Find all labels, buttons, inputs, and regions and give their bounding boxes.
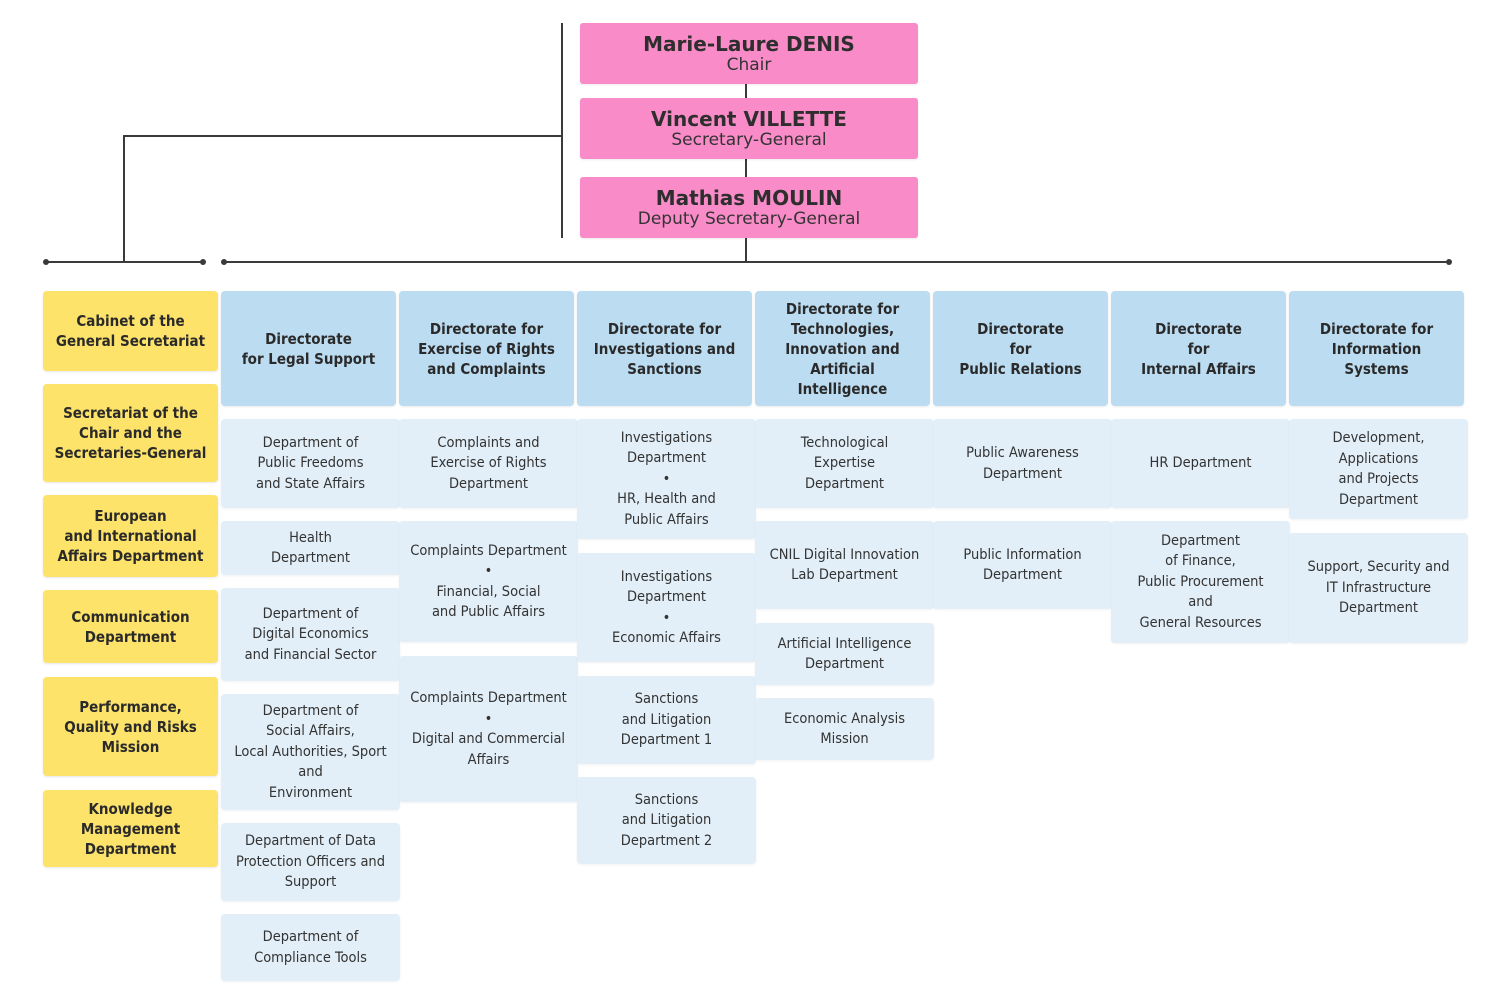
connector-dot — [43, 259, 49, 265]
unit-label: Communication Department — [71, 607, 190, 646]
directorate-header: Directorate for Internal Affairs — [1111, 291, 1286, 406]
directorate-header: Directorate for Investigations and Sanct… — [577, 291, 752, 406]
connector-dot — [1446, 259, 1452, 265]
directorate-header: Directorate for Exercise of Rights and C… — [399, 291, 574, 406]
unit-label: Performance, Quality and Risks Mission — [64, 697, 197, 756]
connector-line — [123, 135, 125, 262]
directorate-title: Directorate for Legal Support — [241, 329, 376, 368]
unit-label: European and International Affairs Depar… — [57, 507, 204, 565]
department-box: Support, Security and IT Infrastructure … — [1289, 533, 1468, 643]
department-box: Sanctions and Litigation Department 2 — [577, 777, 756, 864]
directorate-header: Directorate for Technologies, Innovation… — [755, 291, 930, 406]
directorate-title: Directorate for Exercise of Rights and C… — [418, 319, 555, 378]
connector-dot — [200, 259, 206, 265]
department-box: Public Information Department — [933, 521, 1112, 609]
connector-line — [45, 261, 203, 263]
executive-role: Chair — [726, 54, 772, 75]
department-box: Department of Social Affairs, Local Auth… — [221, 694, 400, 810]
executive-box-secretary-general: Vincent VILLETTE Secretary-General — [580, 98, 918, 159]
executive-role: Secretary-General — [671, 129, 827, 150]
directorate-title: Directorate for Investigations and Sanct… — [593, 319, 736, 378]
secretariat-unit: Communication Department — [43, 590, 218, 663]
secretariat-unit: European and International Affairs Depar… — [43, 495, 218, 577]
connector-line — [561, 23, 563, 238]
executive-name: Marie-Laure DENIS — [643, 31, 855, 56]
department-box: Public Awareness Department — [933, 419, 1112, 508]
directorate-header: Directorate for Legal Support — [221, 291, 396, 406]
executive-role: Deputy Secretary-General — [637, 208, 861, 229]
directorate-header: Directorate for Information Systems — [1289, 291, 1464, 406]
department-box: Artificial Intelligence Department — [755, 623, 934, 685]
directorate-header: Directorate for Public Relations — [933, 291, 1108, 406]
executive-name: Vincent VILLETTE — [651, 106, 847, 131]
department-box: Development, Applications and Projects D… — [1289, 419, 1468, 519]
directorate-title: Directorate for Internal Affairs — [1141, 319, 1256, 378]
executive-box-chair: Marie-Laure DENIS Chair — [580, 23, 918, 84]
department-box: Department of Finance, Public Procuremen… — [1111, 521, 1290, 643]
department-box: Complaints and Exercise of Rights Depart… — [399, 419, 578, 508]
connector-line — [223, 261, 1449, 263]
secretariat-unit: Secretariat of the Chair and the Secreta… — [43, 384, 218, 482]
department-box: Complaints Department • Financial, Socia… — [399, 521, 578, 642]
unit-label: Cabinet of the General Secretariat — [55, 312, 206, 350]
secretariat-unit: Cabinet of the General Secretariat — [43, 291, 218, 371]
department-box: Complaints Department • Digital and Comm… — [399, 656, 578, 802]
connector-dot — [221, 259, 227, 265]
directorate-title: Directorate for Information Systems — [1319, 319, 1434, 378]
directorate-title: Directorate for Public Relations — [959, 319, 1082, 378]
department-box: Investigations Department • Economic Aff… — [577, 553, 756, 662]
department-box: Investigations Department • HR, Health a… — [577, 419, 756, 539]
directorate-title: Directorate for Technologies, Innovation… — [785, 299, 900, 398]
connector-line — [745, 84, 747, 261]
department-box: Economic Analysis Mission — [755, 698, 934, 760]
department-box: Department of Digital Economics and Fina… — [221, 588, 400, 681]
department-box: Department of Compliance Tools — [221, 914, 400, 981]
executive-box-deputy-secretary-general: Mathias MOULIN Deputy Secretary-General — [580, 177, 918, 238]
department-box: Technological Expertise Department — [755, 419, 934, 508]
unit-label: Knowledge Management Department — [80, 799, 181, 858]
department-box: CNIL Digital Innovation Lab Department — [755, 521, 934, 609]
department-box: Sanctions and Litigation Department 1 — [577, 676, 756, 764]
department-box: Department of Data Protection Officers a… — [221, 823, 400, 901]
executive-name: Mathias MOULIN — [655, 185, 843, 210]
department-box: Health Department — [221, 521, 400, 575]
secretariat-unit: Knowledge Management Department — [43, 790, 218, 867]
department-box: Department of Public Freedoms and State … — [221, 419, 400, 508]
connector-line — [123, 135, 563, 137]
department-box: HR Department — [1111, 419, 1290, 508]
secretariat-unit: Performance, Quality and Risks Mission — [43, 677, 218, 776]
unit-label: Secretariat of the Chair and the Secreta… — [54, 404, 207, 462]
